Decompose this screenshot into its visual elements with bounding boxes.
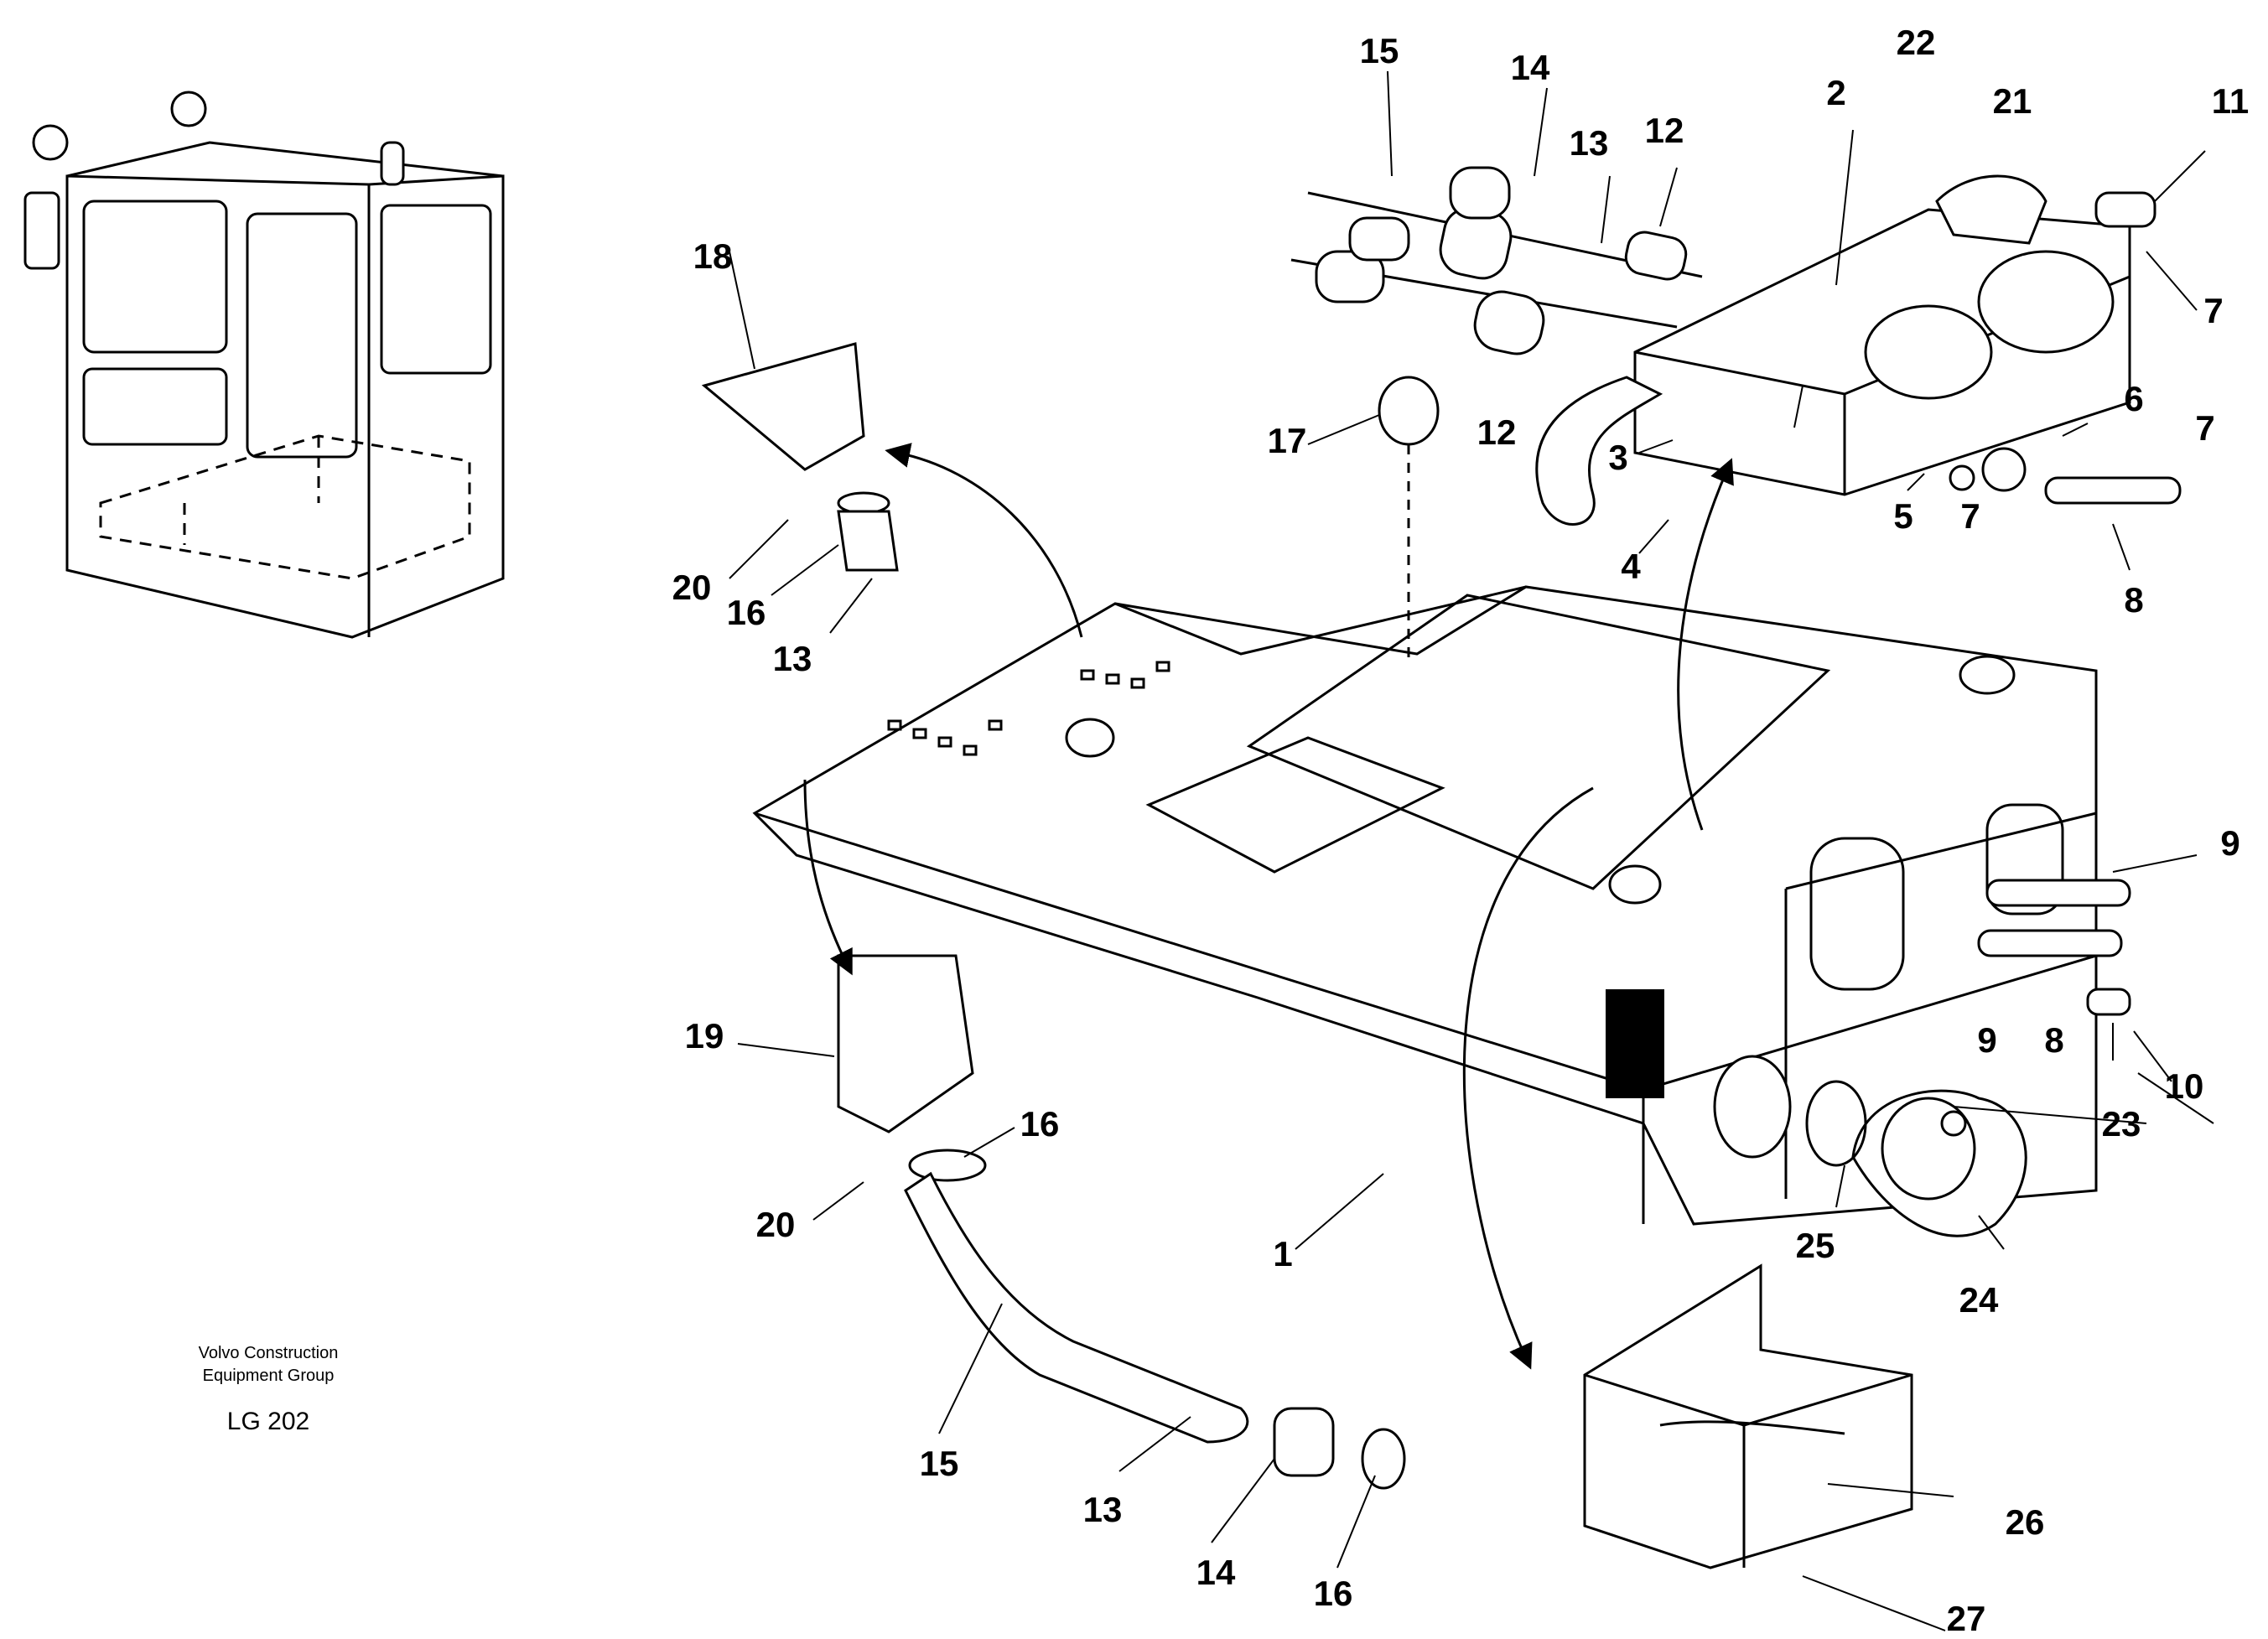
callout-7-right-top: 7: [2203, 291, 2223, 330]
callout-9-bottom: 9: [1977, 1020, 1996, 1060]
callout-13-top: 13: [1570, 123, 1609, 163]
callout-12-top: 12: [1645, 111, 1684, 150]
callout-24: 24: [1959, 1280, 1999, 1320]
callout-27: 27: [1947, 1599, 1986, 1638]
manufacturer-caption: Volvo Construction Equipment Group LG 20…: [199, 1344, 339, 1435]
callout-13-bottom: 13: [1083, 1490, 1123, 1529]
callout-11: 11: [2212, 81, 2249, 121]
callout-16-bottom: 16: [1314, 1574, 1353, 1613]
diagram-code: LG 202: [227, 1408, 309, 1435]
callout-4: 4: [1621, 547, 1641, 586]
callout-22: 22: [1897, 23, 1936, 62]
callout-13-left: 13: [773, 639, 812, 678]
hose-bundle: [1290, 166, 1703, 662]
callout-26: 26: [2006, 1502, 2045, 1542]
callout-8-top: 8: [2124, 580, 2143, 620]
bottom-tray: [1583, 1263, 1913, 1569]
right-side-parts: [1713, 191, 2182, 1237]
callout-7-mid: 7: [1960, 496, 1980, 536]
assembly-arrows: [803, 443, 1734, 1370]
leader-lines: [729, 70, 2214, 1631]
callout-2: 2: [1826, 73, 1845, 112]
caption-line-1: Volvo Construction: [199, 1344, 339, 1362]
callout-1: 1: [1273, 1234, 1292, 1273]
callout-12-mid: 12: [1477, 412, 1517, 452]
callout-5: 5: [1893, 496, 1912, 536]
heater-unit: [1633, 174, 2131, 496]
callout-9-right: 9: [2220, 823, 2239, 863]
callout-18: 18: [693, 236, 733, 276]
cab-overview-drawing: [23, 91, 505, 639]
caption-line-2: Equipment Group: [203, 1367, 335, 1385]
air-outlets: [701, 342, 1406, 1490]
callout-8-bottom: 8: [2044, 1020, 2063, 1060]
callout-16-left: 16: [727, 593, 766, 632]
callout-21: 21: [1993, 81, 2032, 121]
callout-16-mid: 16: [1020, 1104, 1060, 1144]
callout-3: 3: [1608, 438, 1627, 477]
callout-20-top: 20: [672, 568, 712, 607]
callout-23: 23: [2102, 1104, 2141, 1144]
callout-numbers: 1 2 3 4 5 6 7 7 7 8 8 9 9 10 11 12 12 13…: [672, 23, 2250, 1638]
callout-25: 25: [1796, 1226, 1835, 1265]
callout-20-bottom: 20: [756, 1205, 796, 1244]
callout-7-right-mid: 7: [2195, 408, 2214, 448]
callout-10: 10: [2165, 1066, 2204, 1106]
callout-17: 17: [1268, 421, 1307, 460]
callout-14-top: 14: [1511, 48, 1550, 87]
callout-15-bottom: 15: [920, 1444, 959, 1483]
callout-19: 19: [685, 1016, 724, 1055]
callout-14-bottom: 14: [1196, 1553, 1236, 1592]
callout-15-top: 15: [1360, 31, 1399, 70]
callout-6: 6: [2124, 379, 2143, 418]
